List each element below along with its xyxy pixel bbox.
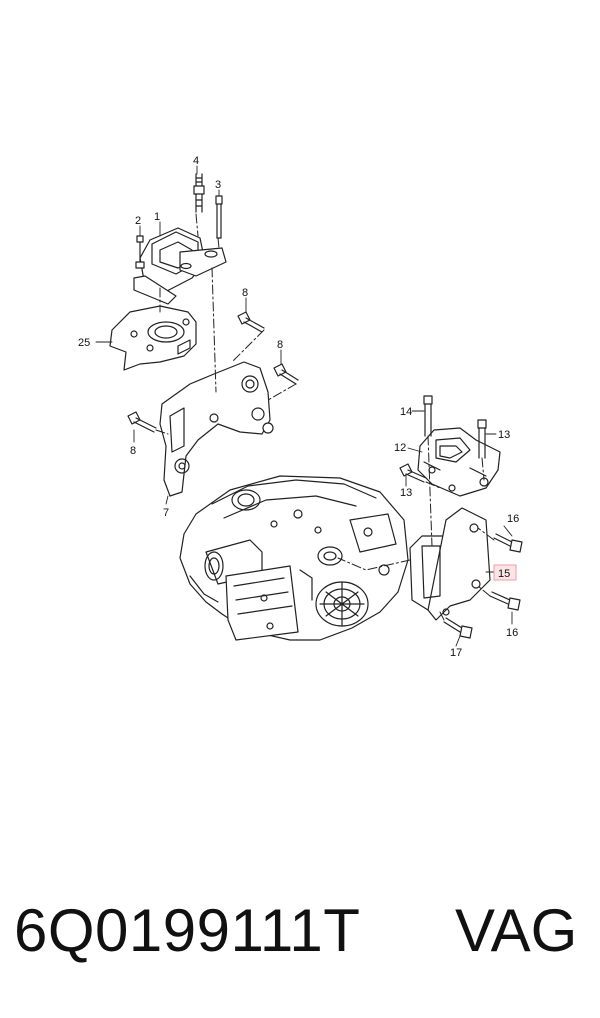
bolt-8-a (237, 311, 265, 333)
bolt-8-b (273, 363, 299, 385)
bracket-7 (159, 361, 274, 497)
callout-4: 4 (193, 155, 199, 167)
callout-labels: 1 2 3 4 25 8 8 8 7 14 13 12 13 16 15 16 … (78, 155, 519, 659)
bolt-16-b (489, 591, 521, 611)
bolt-16-a (493, 533, 523, 553)
bolt-8-c (127, 411, 157, 433)
brand-name: VAG (455, 897, 578, 964)
callout-13-a: 13 (498, 429, 510, 441)
bolt-13-b (399, 463, 427, 483)
transmission-housing (179, 475, 409, 641)
bolt-14 (423, 395, 433, 437)
gearbox-mount-12 (417, 427, 501, 497)
callout-3: 3 (215, 179, 221, 191)
callout-8-a: 8 (242, 287, 248, 299)
callout-12: 12 (394, 442, 406, 454)
engine-mount-upper-left (133, 227, 227, 305)
bolt-17 (443, 617, 473, 639)
callout-16-a: 16 (507, 513, 519, 525)
callout-13-b: 13 (400, 487, 412, 499)
callout-8-c: 8 (130, 445, 136, 457)
callout-8-b: 8 (277, 339, 283, 351)
callout-15: 15 (498, 568, 510, 580)
exploded-parts-diagram: 1 2 3 4 25 8 8 8 7 14 13 12 13 16 15 16 … (78, 155, 523, 659)
callout-17: 17 (450, 647, 462, 659)
leader-lines (95, 165, 513, 647)
stud-4 (193, 173, 205, 213)
part-number: 6Q0199111T (14, 897, 361, 964)
assembly-guide-lines (155, 213, 495, 621)
bracket-15 (409, 507, 491, 621)
callout-2: 2 (135, 215, 141, 227)
bolt-13-a (477, 419, 487, 459)
callout-15-highlight (493, 564, 517, 581)
bolt-2 (135, 235, 145, 269)
bolt-3 (215, 195, 223, 239)
callout-25: 25 (78, 337, 90, 349)
heat-shield-25 (109, 305, 197, 371)
callout-1: 1 (154, 211, 160, 223)
callout-16-b: 16 (506, 627, 518, 639)
callout-14: 14 (400, 406, 412, 418)
callout-7: 7 (163, 507, 169, 519)
